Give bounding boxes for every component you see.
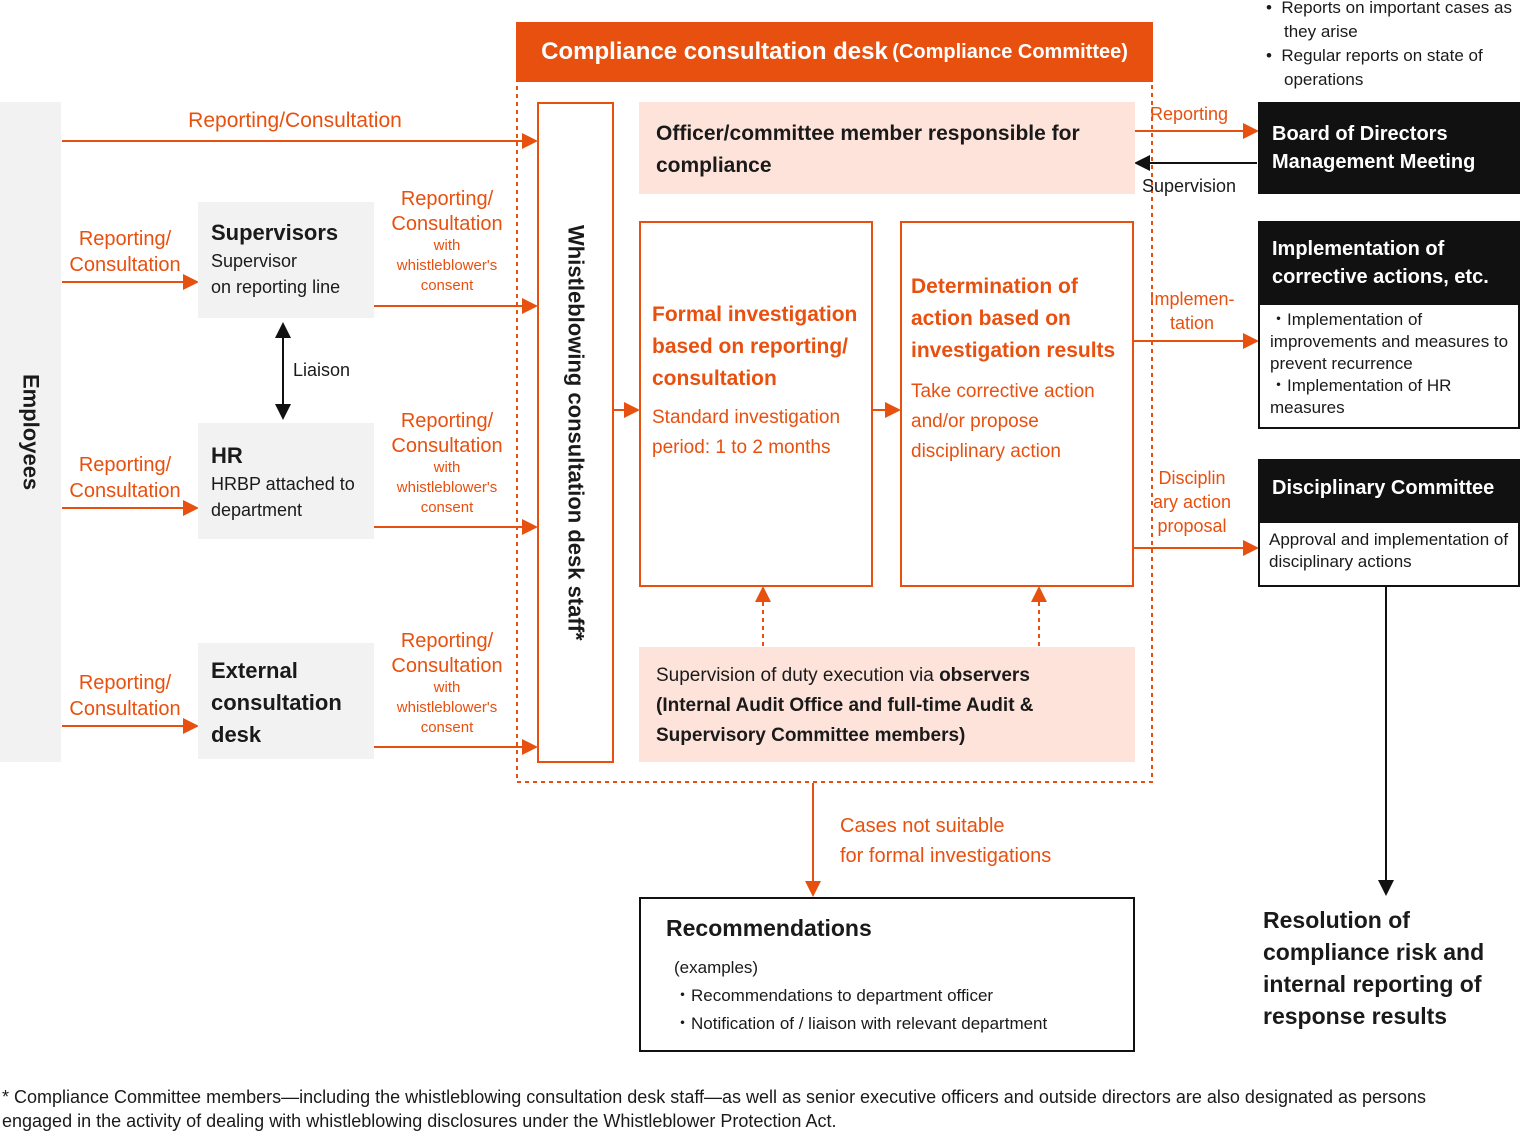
- recommendation-item: ・Recommendations to department officer: [674, 986, 994, 1005]
- officer-box: Officer/committee member responsible for…: [639, 102, 1135, 194]
- committee-header: Compliance consultation desk (Compliance…: [516, 22, 1153, 82]
- disciplinary-box: Disciplinary Committee Approval and impl…: [1258, 459, 1520, 587]
- whistleblowing-staff-box: Whistleblowing consultation desk staff*: [537, 102, 614, 763]
- observers-box: Supervision of duty execution via observ…: [639, 647, 1135, 762]
- implementation-label: Implemen-tation: [1149, 289, 1235, 333]
- recommendation-item: ・Notification of / liaison with relevant…: [674, 1014, 1048, 1033]
- determination-box: Determination of action based on investi…: [900, 221, 1134, 587]
- footnote: * Compliance Committee members—including…: [2, 1087, 1427, 1131]
- reports-item: • Reports on important cases as they ari…: [1266, 0, 1512, 41]
- reports-list: • Reports on important cases as they ari…: [1266, 0, 1520, 92]
- hr-box: HR HRBP attached to department: [198, 423, 374, 539]
- header-subtitle: (Compliance Committee): [892, 40, 1128, 63]
- left-label-2: Reporting/Consultation: [69, 454, 181, 502]
- reporting-label: Reporting: [1150, 104, 1229, 124]
- supervisors-box: Supervisors Supervisor on reporting line: [198, 202, 374, 318]
- liaison-label: Liaison: [293, 360, 351, 380]
- employees-box: Employees: [0, 102, 61, 762]
- recommendations-box: Recommendations (examples) ・Recommendati…: [639, 897, 1135, 1052]
- investigation-box: Formal investigation based on reporting/…: [639, 221, 873, 587]
- employees-label: Employees: [18, 373, 44, 491]
- left-label-1: Reporting/Consultation: [69, 228, 181, 276]
- external-desk-box: External consultation desk: [198, 643, 374, 759]
- left-label-3: Reporting/Consultation: [69, 672, 181, 720]
- top-arrow-label: Reporting/Consultation: [188, 109, 402, 132]
- corrective-item: ・Implementation of HR measures: [1270, 376, 1452, 417]
- reports-item: • Regular reports on state of operations: [1266, 46, 1483, 89]
- committee-boundary: [516, 79, 1153, 783]
- header-title: Compliance consultation desk: [541, 38, 888, 65]
- corrective-item: ・Implementation of improvements and meas…: [1270, 310, 1509, 373]
- resolution-text: Resolution of compliance risk and intern…: [1263, 907, 1485, 1029]
- supervision-label: Supervision: [1142, 176, 1237, 196]
